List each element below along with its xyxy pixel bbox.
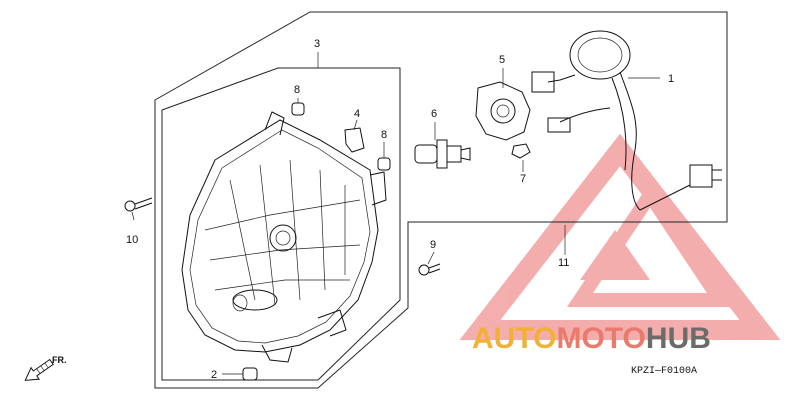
watermark-moto: MOTO [556, 322, 645, 355]
callout-8-right: 8 [381, 129, 387, 141]
wire-harness [531, 30, 722, 211]
watermark-text: AUTOMOTOHUB [472, 322, 711, 355]
front-direction-arrow [24, 358, 54, 381]
grommet-2 [242, 367, 258, 381]
callout-7: 7 [520, 173, 526, 185]
watermark-hub: HUB [646, 322, 711, 355]
diagram-code: KPZI—F0100A [631, 366, 697, 377]
assembly-frame [154, 11, 728, 389]
grommet-8-right [377, 157, 391, 171]
bulb-socket-holder [475, 81, 531, 141]
grommet-8-top [291, 102, 305, 116]
callout-1: 1 [668, 73, 674, 85]
callout-5: 5 [499, 54, 505, 66]
headlight-bulb [414, 139, 471, 169]
leader-lines [131, 52, 660, 375]
clip-4 [344, 127, 365, 153]
headlight-housing [181, 111, 387, 363]
callout-8-top: 8 [294, 84, 300, 96]
callout-6: 6 [431, 108, 437, 120]
watermark-auto: AUTO [472, 322, 556, 355]
callout-9: 9 [430, 239, 436, 251]
callout-4: 4 [354, 108, 360, 120]
callout-2: 2 [211, 369, 217, 381]
watermark-triangle-logo [459, 133, 781, 340]
callout-11: 11 [558, 257, 569, 269]
screw-9 [418, 263, 441, 276]
headlight-subframe [161, 67, 401, 381]
screw-10 [124, 197, 153, 212]
front-direction-label: FR. [52, 355, 67, 365]
callout-10: 10 [126, 234, 138, 246]
position-bulb [511, 143, 531, 159]
callout-3: 3 [314, 38, 320, 50]
